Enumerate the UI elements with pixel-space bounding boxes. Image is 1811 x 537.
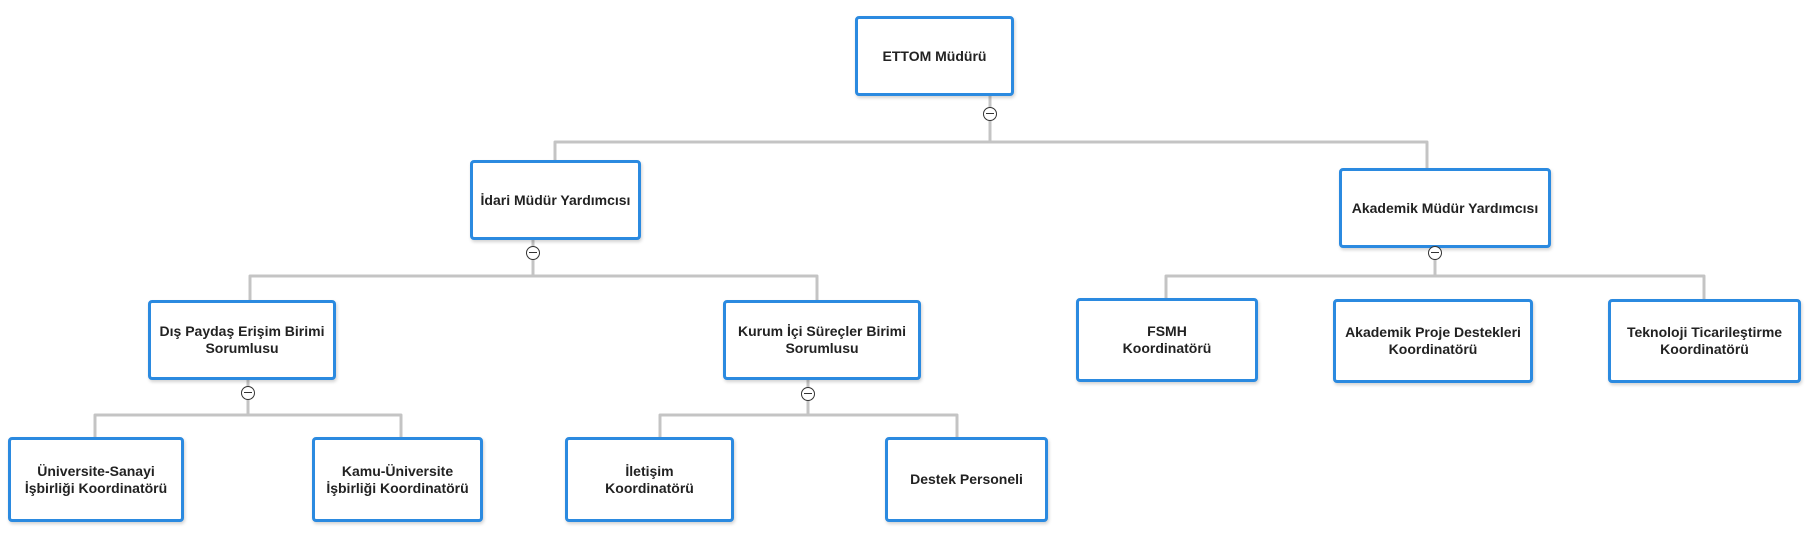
node-academic-project-coordinator[interactable]: Akademik Proje Destekleri Koordinatörü <box>1333 299 1533 383</box>
node-ettom-director[interactable]: ETTOM Müdürü <box>855 16 1014 96</box>
node-support-staff[interactable]: Destek Personeli <box>885 437 1048 522</box>
node-label: Destek Personeli <box>910 471 1023 487</box>
node-label: İdari Müdür Yardımcısı <box>480 191 631 208</box>
collapse-toggle-icon[interactable] <box>241 386 255 400</box>
node-communication-coordinator[interactable]: İletişim Koordinatörü <box>565 437 734 522</box>
node-technology-commercialization-coordinator[interactable]: Teknoloji Ticarileştirme Koordinatörü <box>1608 299 1801 383</box>
node-internal-processes-unit[interactable]: Kurum İçi Süreçler Birimi Sorumlusu <box>723 300 921 380</box>
node-administrative-deputy[interactable]: İdari Müdür Yardımcısı <box>470 160 641 240</box>
node-label: Üniversite-Sanayi İşbirliği Koordinatörü <box>24 462 168 496</box>
node-label: Kurum İçi Süreçler Birimi Sorumlusu <box>737 323 907 356</box>
node-label: Dış Paydaş Erişim Birimi Sorumlusu <box>159 323 325 356</box>
node-external-stakeholder-unit[interactable]: Dış Paydaş Erişim Birimi Sorumlusu <box>148 300 336 380</box>
node-label: ETTOM Müdürü <box>882 47 987 64</box>
node-academic-deputy[interactable]: Akademik Müdür Yardımcısı <box>1339 168 1551 248</box>
node-university-industry-coordinator[interactable]: Üniversite-Sanayi İşbirliği Koordinatörü <box>8 437 184 522</box>
collapse-toggle-icon[interactable] <box>983 107 997 121</box>
node-label: İletişim Koordinatörü <box>605 462 694 496</box>
node-label: Kamu-Üniversite İşbirliği Koordinatörü <box>326 462 469 496</box>
connector-director-children <box>553 93 1429 170</box>
node-label: FSMH Koordinatörü <box>1122 323 1212 356</box>
node-fsmh-coordinator[interactable]: FSMH Koordinatörü <box>1076 298 1258 382</box>
collapse-toggle-icon[interactable] <box>526 246 540 260</box>
node-label: Teknoloji Ticarileştirme Koordinatörü <box>1626 324 1783 357</box>
node-label: Akademik Proje Destekleri Koordinatörü <box>1345 324 1521 357</box>
collapse-toggle-icon[interactable] <box>1428 246 1442 260</box>
collapse-toggle-icon[interactable] <box>801 387 815 401</box>
node-public-university-coordinator[interactable]: Kamu-Üniversite İşbirliği Koordinatörü <box>312 437 483 522</box>
node-label: Akademik Müdür Yardımcısı <box>1351 199 1539 216</box>
